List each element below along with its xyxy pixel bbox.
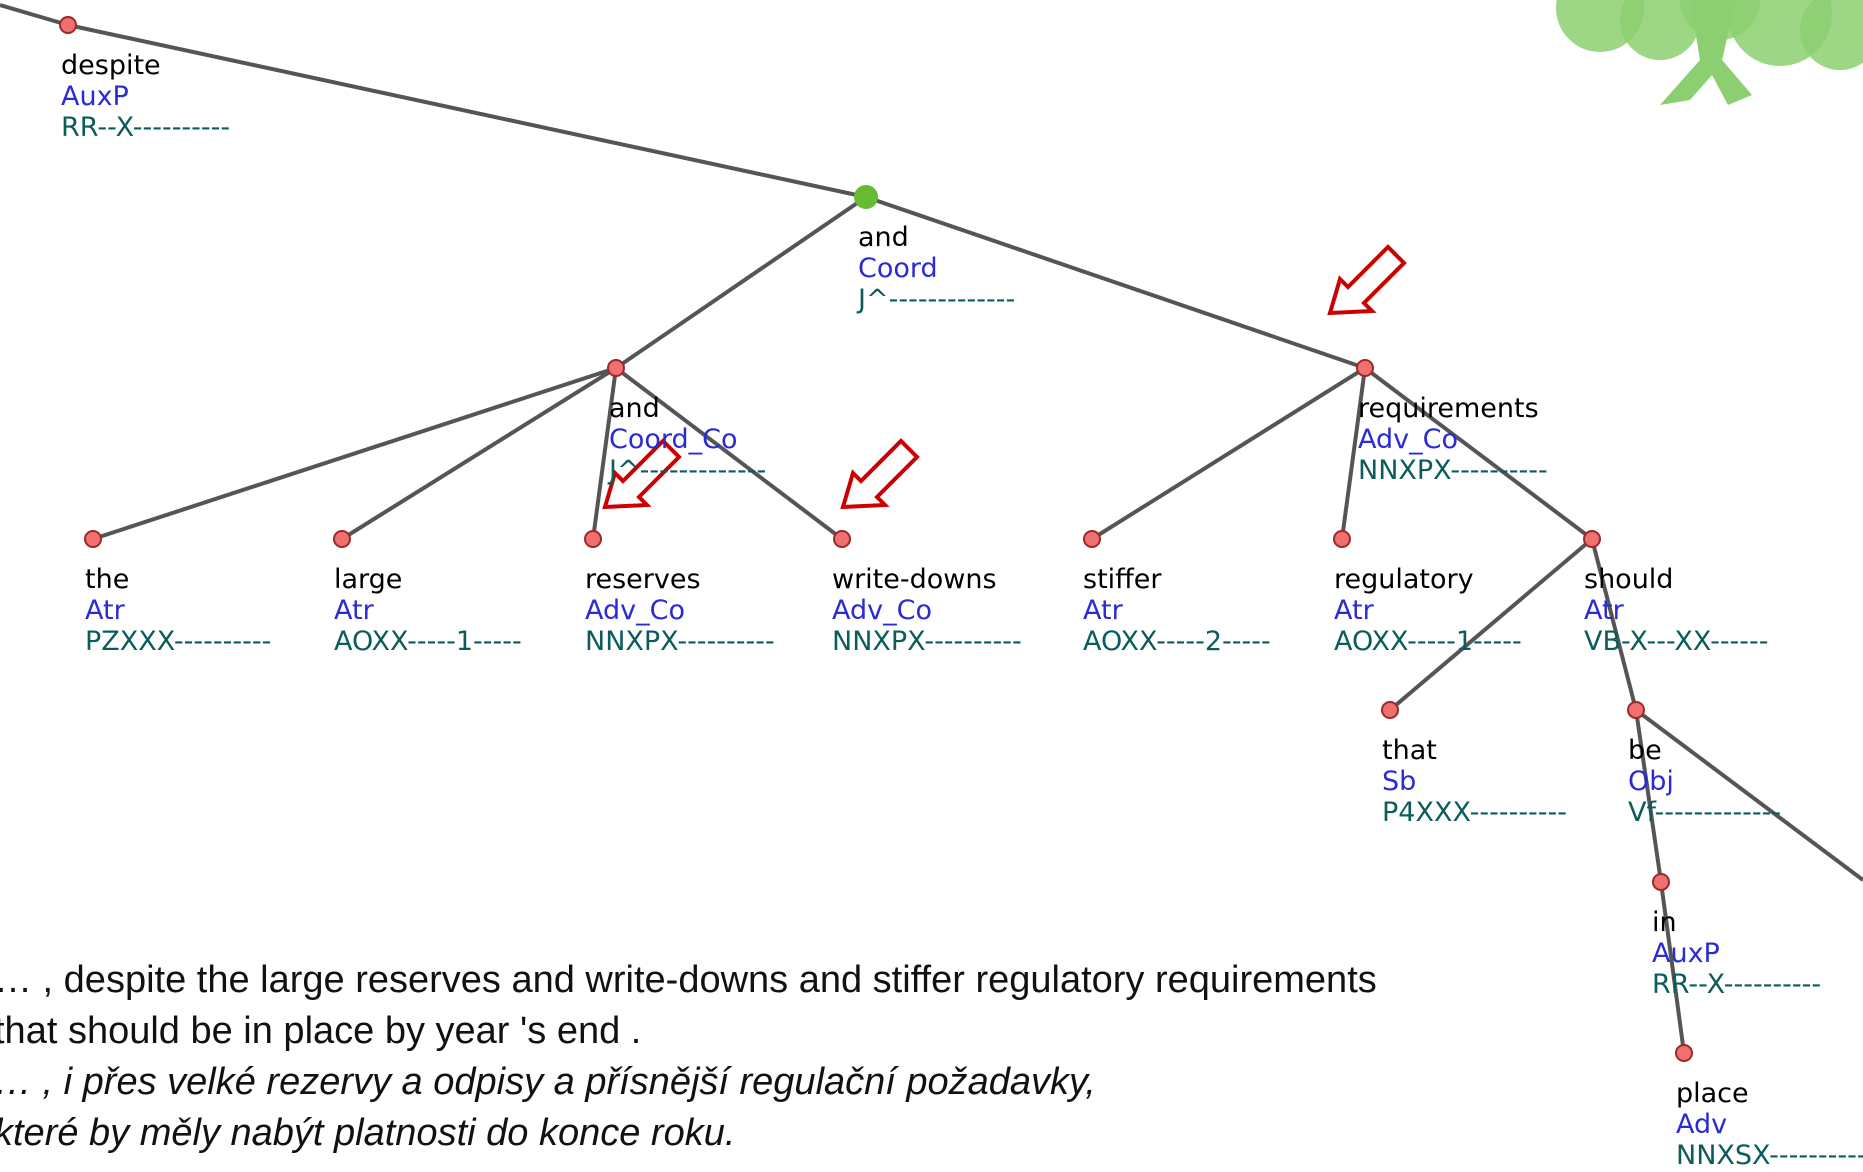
- tree-edge-should-that: [1388, 537, 1594, 712]
- tree-edge-offpage: [1634, 708, 1863, 882]
- node-form-label: place: [1676, 1078, 1749, 1109]
- tree-edge-and_co-the: [92, 366, 617, 541]
- highlight-arrow-icon-reserves: [602, 438, 682, 510]
- node-form-label: regulatory: [1334, 564, 1474, 595]
- tree-edge-be-in: [1634, 709, 1663, 883]
- tree-edge-and_co-writedowns: [614, 366, 844, 541]
- node-afun-label: Adv: [1676, 1109, 1728, 1140]
- node-tag-label: NNXPX----------: [832, 626, 1022, 657]
- node-tag-label: AOXX-----1-----: [334, 626, 522, 657]
- node-form-label: requirements: [1358, 393, 1539, 424]
- node-form-label: be: [1628, 735, 1662, 766]
- node-afun-label: AuxP: [61, 81, 129, 112]
- node-form-label: stiffer: [1083, 564, 1162, 595]
- node-afun-label: Atr: [334, 595, 374, 626]
- tree-node-dot-and_root[interactable]: [854, 185, 878, 209]
- node-afun-label: Coord_Co: [609, 424, 738, 455]
- tree-node-dot-regulatory[interactable]: [1333, 530, 1351, 548]
- tree-edge-and_root-requirements: [865, 195, 1366, 370]
- node-form-label: should: [1584, 564, 1674, 595]
- tree-node-dot-large[interactable]: [333, 530, 351, 548]
- tree-node-dots: [59, 16, 1693, 1062]
- node-tag-label: J^-------------: [609, 455, 767, 486]
- tree-node-dot-the[interactable]: [84, 530, 102, 548]
- node-afun-label: Adv_Co: [585, 595, 685, 626]
- node-tag-label: P4XXX----------: [1382, 797, 1568, 828]
- tree-node-dot-reserves[interactable]: [584, 530, 602, 548]
- tree-node-dot-requirements[interactable]: [1356, 359, 1374, 377]
- tree-edge-and_root-and_co: [614, 195, 868, 370]
- tree-node-dot-in[interactable]: [1652, 873, 1670, 891]
- node-tag-label: RR--X----------: [61, 112, 231, 143]
- node-tag-label: J^-------------: [858, 284, 1016, 315]
- node-form-label: despite: [61, 50, 161, 81]
- node-afun-label: Atr: [1083, 595, 1123, 626]
- tree-node-dot-despite[interactable]: [59, 16, 77, 34]
- node-afun-label: Sb: [1382, 766, 1417, 797]
- tree-logo-icon: [1556, 0, 1863, 105]
- tree-edge-offpage: [0, 3, 69, 27]
- tree-node-dot-writedowns[interactable]: [833, 530, 851, 548]
- node-afun-label: Atr: [1334, 595, 1374, 626]
- sentence-czech-line-1: … , i přes velké rezervy a odpisy a přís…: [0, 1061, 1096, 1103]
- node-form-label: large: [334, 564, 403, 595]
- tree-edge-requirements-regulatory: [1340, 367, 1367, 540]
- node-form-label: the: [85, 564, 130, 595]
- highlight-arrow-icon-requirements: [1327, 244, 1407, 316]
- tree-node-dot-and_co[interactable]: [607, 359, 625, 377]
- node-tag-label: Vf-------------: [1628, 797, 1782, 828]
- node-afun-label: Atr: [1584, 595, 1624, 626]
- sentence-czech-line-2: které by měly nabýt platnosti do konce r…: [0, 1112, 736, 1154]
- node-afun-label: AuxP: [1652, 938, 1720, 969]
- node-tag-label: AOXX-----2-----: [1083, 626, 1271, 657]
- tree-logo-foliage: [1620, 0, 1700, 60]
- tree-edges: [0, 3, 1863, 1054]
- node-afun-label: Coord: [858, 253, 938, 284]
- node-tag-label: RR--X----------: [1652, 969, 1822, 1000]
- highlight-arrow-icon-writedowns: [840, 438, 920, 510]
- node-afun-label: Adv_Co: [1358, 424, 1458, 455]
- node-afun-label: Adv_Co: [832, 595, 932, 626]
- tree-node-dot-that[interactable]: [1381, 701, 1399, 719]
- node-form-label: and: [858, 222, 909, 253]
- tree-edge-in-place: [1659, 881, 1686, 1054]
- node-tag-label: VB-X---XX------: [1584, 626, 1769, 657]
- tree-node-dot-be[interactable]: [1627, 701, 1645, 719]
- tree-logo-foliage: [1800, 0, 1863, 70]
- node-form-label: in: [1652, 907, 1677, 938]
- node-tag-label: NNXPX----------: [585, 626, 775, 657]
- node-tag-label: PZXXX----------: [85, 626, 272, 657]
- tree-edge-should-be: [1590, 538, 1638, 711]
- node-form-label: that: [1382, 735, 1437, 766]
- node-form-label: reserves: [585, 564, 701, 595]
- sentence-english-line-1: … , despite the large reserves and write…: [0, 959, 1377, 1001]
- node-tag-label: NNXPX----------: [1358, 455, 1548, 486]
- tree-edge-and_co-large: [340, 366, 618, 541]
- node-form-label: and: [609, 393, 660, 424]
- highlight-arrows: [602, 244, 1407, 510]
- node-afun-label: Atr: [85, 595, 125, 626]
- sentence-english-line-2: that should be in place by year 's end .: [0, 1010, 642, 1052]
- tree-node-dot-place[interactable]: [1675, 1044, 1693, 1062]
- node-afun-label: Obj: [1628, 766, 1674, 797]
- tree-edge-despite-and_root: [67, 23, 867, 199]
- node-tag-label: AOXX-----1-----: [1334, 626, 1522, 657]
- tree-node-dot-should[interactable]: [1583, 530, 1601, 548]
- tree-node-dot-stiffer[interactable]: [1083, 530, 1101, 548]
- node-tag-label: NNXSX----------: [1676, 1140, 1863, 1171]
- tree-edge-requirements-should: [1363, 366, 1594, 541]
- tree-logo-foliage: [1680, 0, 1760, 40]
- node-form-label: write-downs: [832, 564, 997, 595]
- tree-edge-and_co-reserves: [591, 367, 618, 540]
- tree-edge-requirements-stiffer: [1090, 366, 1367, 541]
